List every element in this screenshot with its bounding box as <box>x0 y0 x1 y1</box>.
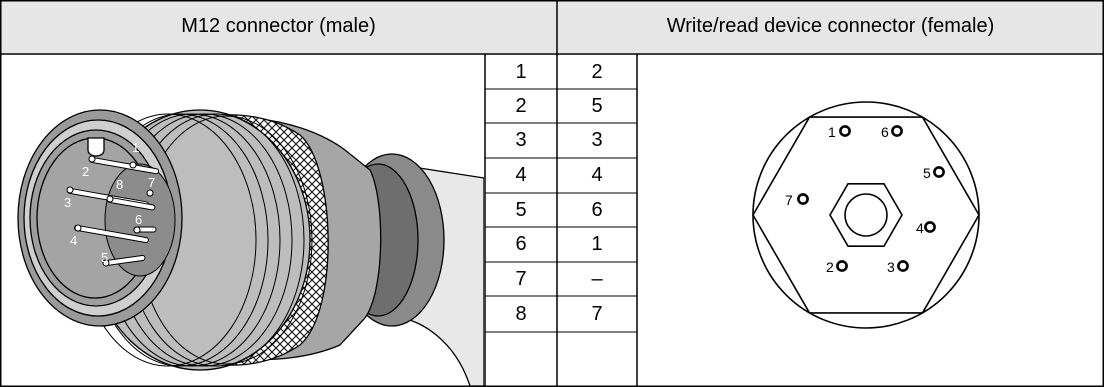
male-pin-label: 5 <box>101 250 108 265</box>
female-outer-circle <box>752 101 980 329</box>
device-pin-cell: 5 <box>591 94 603 117</box>
device-pin-cell: 6 <box>591 198 603 221</box>
m12-connector-drawing: 1 2 3 4 5 6 7 8 <box>17 109 484 386</box>
male-pin-label: 6 <box>135 212 142 227</box>
female-pin-label: 3 <box>887 259 895 275</box>
male-pin-label: 3 <box>64 195 71 210</box>
face-inner <box>104 163 176 277</box>
device-pin-cell: 2 <box>591 60 603 83</box>
female-pin-hole <box>839 125 851 137</box>
male-pin-label: 7 <box>148 175 155 190</box>
female-pin-label: 4 <box>916 220 924 236</box>
male-pin-label: 2 <box>82 164 89 179</box>
m12-pin-cell: 5 <box>515 198 527 221</box>
device-connector-header: Write/read device connector (female) <box>557 0 1104 53</box>
female-center-hole <box>844 193 888 237</box>
device-pin-cell: 1 <box>591 233 603 255</box>
female-pin-hole <box>924 221 936 233</box>
male-pins <box>66 155 160 267</box>
female-pin-labels: 1 2 3 4 5 6 7 <box>785 124 931 275</box>
device-pin-cell: 3 <box>591 129 603 151</box>
female-connector-drawing: 1 2 3 4 5 6 7 <box>752 101 980 329</box>
male-pin-label: 1 <box>132 140 139 155</box>
m12-connector-header: M12 connector (male) <box>0 0 557 53</box>
row-lines <box>485 88 637 333</box>
female-pin-hole <box>797 193 809 205</box>
m12-pin-cell: 4 <box>515 164 527 186</box>
female-pin-label: 1 <box>828 124 836 140</box>
female-pin-hole <box>897 260 909 272</box>
female-pin-hole <box>836 260 848 272</box>
female-pin-holes <box>797 125 945 272</box>
m12-pin-cell: 6 <box>515 233 527 255</box>
key-notch <box>87 137 105 157</box>
device-pin-cell: 4 <box>591 164 603 186</box>
female-pin-label: 5 <box>923 165 931 181</box>
female-pin-label: 2 <box>826 259 834 275</box>
device-pin-cell: 7 <box>591 302 603 325</box>
device-pin-cell: – <box>591 267 603 290</box>
male-pin-label: 4 <box>70 233 77 248</box>
female-pin-hole <box>933 166 945 178</box>
m12-pin-cell: 3 <box>515 129 527 151</box>
female-pin-hole <box>891 125 903 137</box>
male-pin-label: 8 <box>116 177 123 192</box>
m12-pin-cell: 7 <box>515 267 527 290</box>
female-outer-hexagon <box>752 116 980 314</box>
m12-pin-cell: 2 <box>515 94 527 117</box>
m12-pin-cell: 8 <box>515 302 527 325</box>
female-pin-label: 7 <box>785 192 793 208</box>
m12-pin-cell: 1 <box>515 60 527 83</box>
female-pin-label: 6 <box>881 124 889 140</box>
male-pin-labels: 1 2 3 4 5 6 7 8 <box>64 140 155 265</box>
female-center-hexagon <box>829 183 903 247</box>
